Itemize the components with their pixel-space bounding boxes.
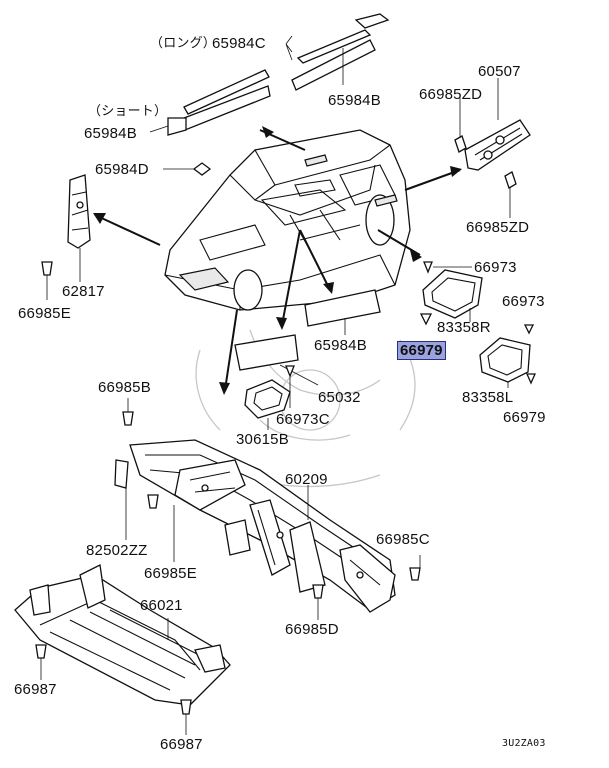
part-label-highlighted[interactable]: 66979 — [397, 341, 446, 360]
part-label: 66985ZD — [419, 86, 483, 103]
short-trim-strips — [149, 69, 271, 136]
part-label: 60507 — [478, 63, 521, 80]
part-label: 65984B — [328, 92, 381, 109]
strip-65984b-mid — [304, 289, 381, 327]
part-label: 66021 — [140, 597, 183, 614]
clip-66979-highlighted — [419, 313, 433, 326]
part-label: 65032 — [318, 389, 361, 406]
cover-83358r — [422, 261, 483, 322]
part-label: 66985E — [18, 305, 71, 322]
part-label: 65984B — [314, 337, 367, 354]
bracket-62817 — [41, 174, 91, 300]
vehicle-body — [164, 129, 411, 311]
part-label: 66985C — [376, 531, 430, 548]
callout-arrows — [93, 126, 462, 395]
part-label: 66985E — [144, 565, 197, 582]
bolts — [114, 398, 421, 620]
part-label: 66987 — [14, 681, 57, 698]
part-label: 66985D — [285, 621, 339, 638]
part-label: 66973C — [276, 411, 330, 428]
part-label: 65984D — [95, 161, 149, 178]
part-label: 66987 — [160, 736, 203, 753]
long-trim-strips — [285, 13, 390, 91]
undercover-66021 — [14, 564, 231, 735]
part-label: 66979 — [503, 409, 546, 426]
part-label: 83358L — [462, 389, 514, 406]
part-label: 66973 — [502, 293, 545, 310]
part-label: 66973 — [474, 259, 517, 276]
gasket-30615b — [244, 365, 295, 430]
cover-83358l — [479, 324, 537, 388]
crossmember-60209 — [129, 439, 396, 613]
pad-65032 — [234, 334, 299, 371]
part-label: 66985B — [98, 379, 151, 396]
note-short: （ショート） — [88, 103, 168, 118]
part-label: 65984B — [84, 125, 137, 142]
reference-code: 3U2ZA03 — [502, 738, 546, 749]
diamond-pad — [192, 162, 212, 176]
part-label: 62817 — [62, 283, 105, 300]
part-label: 30615B — [236, 431, 289, 448]
part-label: 65984C — [212, 35, 266, 52]
part-label: 83358R — [437, 319, 491, 336]
part-label: 82502ZZ — [86, 542, 148, 559]
part-label: 60209 — [285, 471, 328, 488]
bracket-60507 — [454, 78, 531, 218]
note-long: （ロング） — [150, 35, 217, 50]
part-label: 66985ZD — [466, 219, 530, 236]
